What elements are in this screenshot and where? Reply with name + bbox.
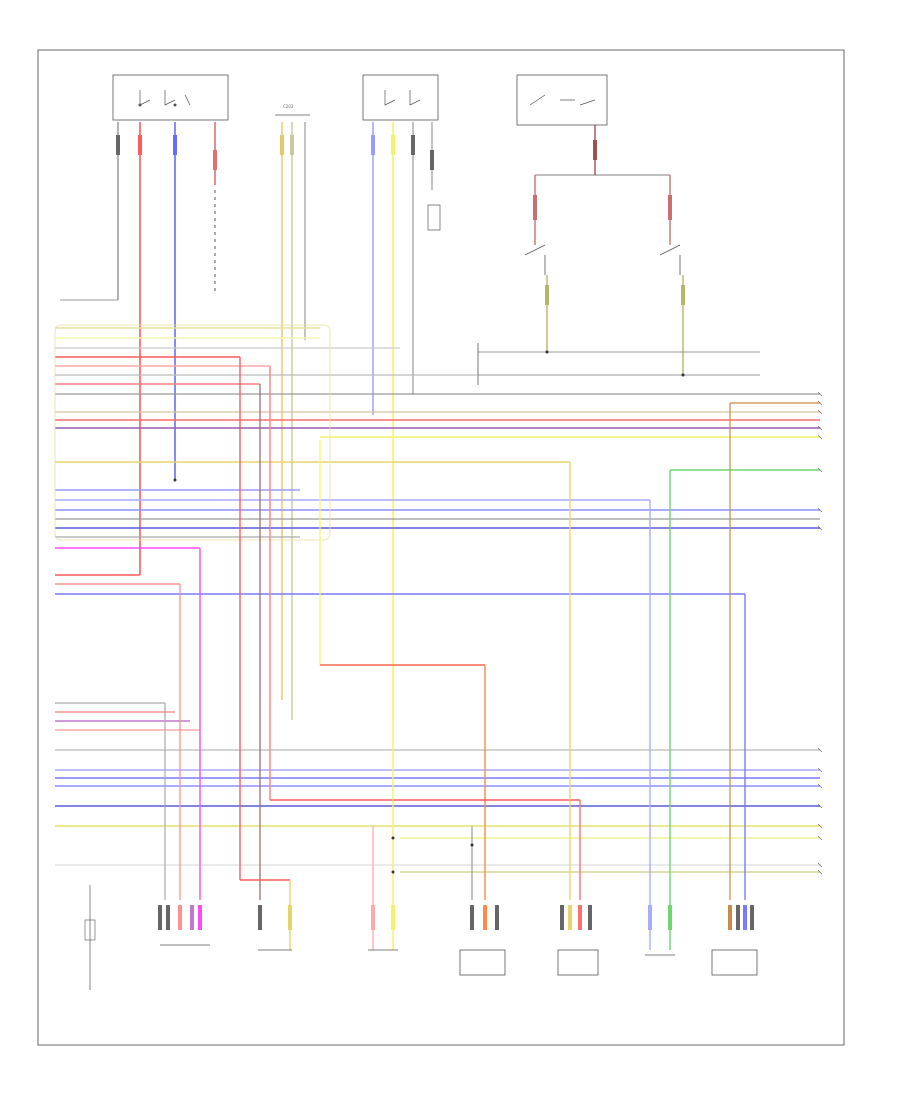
svg-text:C203: C203 [283,104,294,109]
top-switch-left [112,74,229,121]
pressure-switch-right [659,244,681,275]
pressure-switch-left [524,244,546,275]
diagram-frame [37,49,845,1046]
bus-lines [54,324,820,595]
bottom-connector-1 [84,885,210,990]
top-connector-mid: C203 [275,104,310,116]
top-switch-right [362,74,439,121]
bottom-sensor-4 [459,949,506,976]
top-module-far-right [516,74,608,126]
bottom-sensor-5 [557,949,599,976]
lower-bus-lines [55,702,820,873]
terminal-marks [116,135,754,930]
junction-dots [173,350,685,874]
bottom-sensor-7 [711,949,758,976]
right-edge-terminals [817,391,823,875]
